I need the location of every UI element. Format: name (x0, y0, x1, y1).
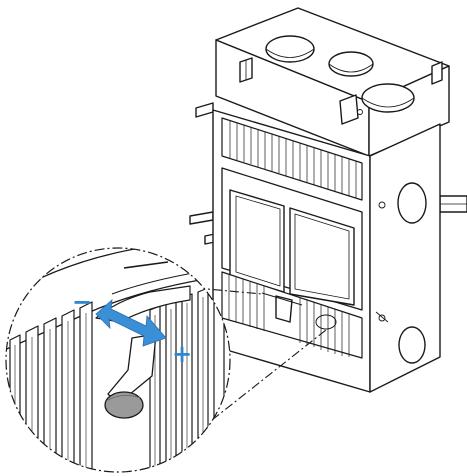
stove-insert (189, 7, 467, 393)
right-mounting-bracket (439, 195, 467, 213)
lower-convection-grille (221, 271, 363, 359)
side-port-lower (398, 326, 426, 364)
stove-control-lever (261, 292, 337, 330)
flue-outlet-right (361, 83, 415, 113)
decrease-sign: − (72, 288, 92, 316)
magnified-detail (5, 247, 231, 473)
lifting-bracket-middle (339, 94, 359, 125)
upper-convection-grille (221, 117, 363, 201)
callout-leader-lines (195, 287, 327, 421)
door-glass-right (289, 207, 355, 306)
adjustment-arrow (95, 299, 167, 347)
lifting-bracket-left (239, 57, 253, 83)
flue-outlet-middle (328, 51, 374, 77)
increase-sign: + (172, 340, 192, 368)
flue-outlet-left (265, 35, 315, 63)
side-port-upper (397, 182, 427, 224)
left-side-fins (189, 102, 216, 245)
side-bolts (357, 109, 389, 323)
magnifier-outline (5, 247, 231, 473)
double-headed-arrow-icon (95, 299, 167, 347)
lifting-bracket-right (431, 61, 443, 85)
housing-right-face (368, 65, 450, 157)
